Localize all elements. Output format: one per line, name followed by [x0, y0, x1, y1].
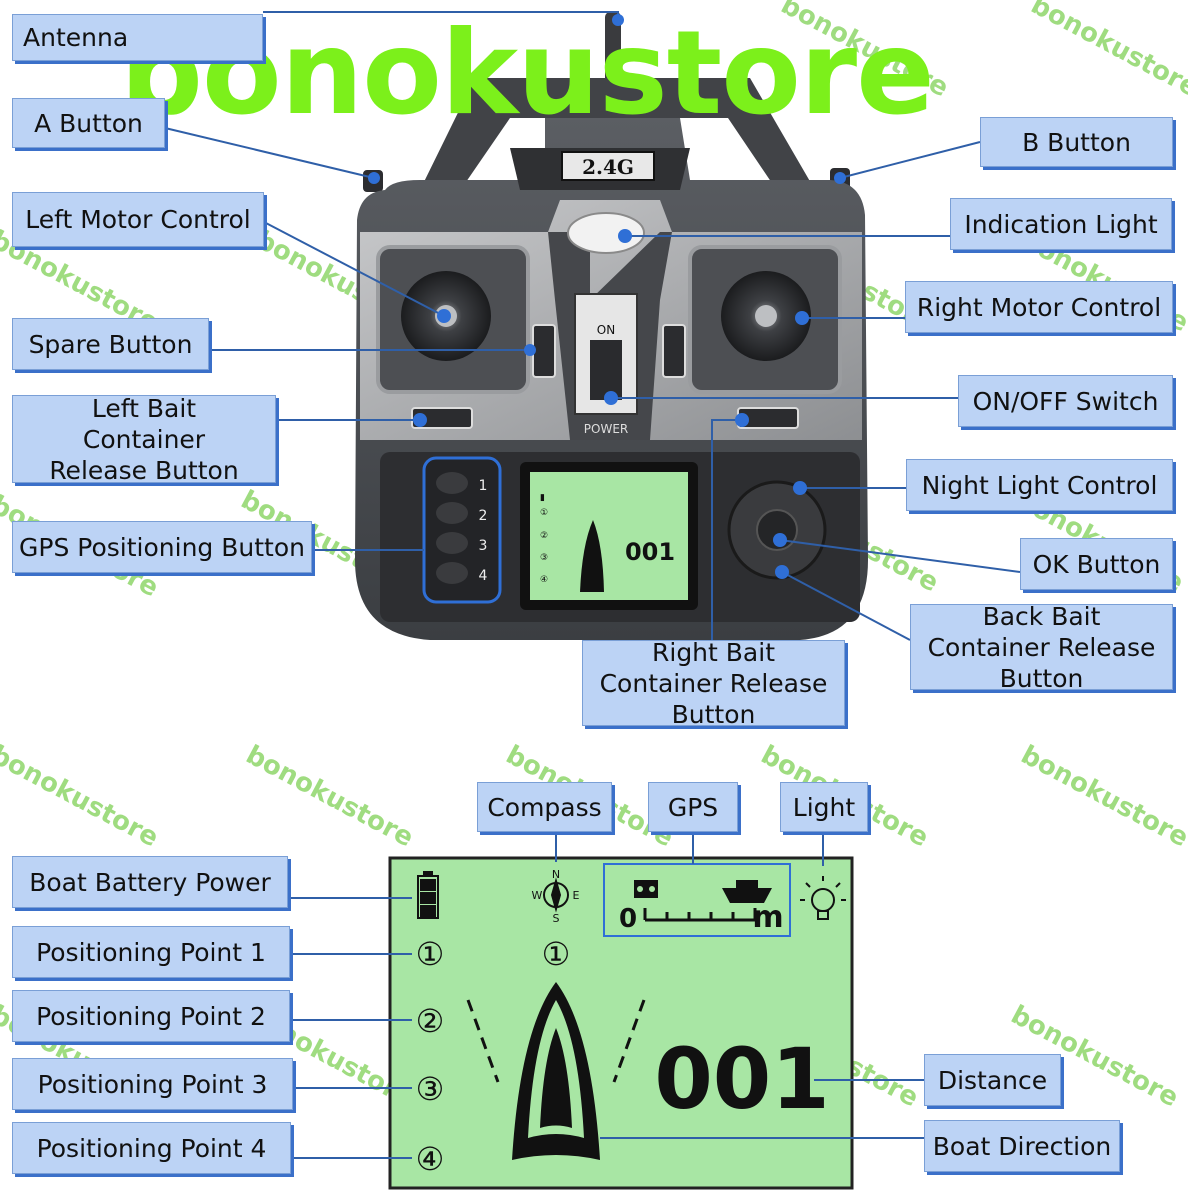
- label-point-2: Positioning Point 2: [12, 990, 290, 1042]
- label-left-bait: Left Bait Container Release Button: [12, 394, 276, 485]
- label-battery: Boat Battery Power: [12, 856, 288, 908]
- svg-text:N: N: [552, 868, 560, 881]
- label-spare-button: Spare Button: [12, 318, 209, 370]
- lcd-point-3: ③: [416, 1070, 445, 1108]
- label-on-off: ON/OFF Switch: [958, 375, 1173, 427]
- battery-icon: [417, 871, 439, 919]
- label-gps: GPS: [648, 782, 738, 832]
- freq-badge: [561, 151, 655, 181]
- svg-text:①: ①: [540, 508, 548, 518]
- svg-text:②: ②: [540, 531, 548, 541]
- label-point-3: Positioning Point 3: [12, 1058, 293, 1110]
- label-indication-light: Indication Light: [950, 198, 1172, 250]
- light-bulb-icon: [800, 876, 846, 920]
- label-point-1: Positioning Point 1: [12, 926, 290, 978]
- power-label: POWER: [584, 422, 628, 436]
- leader-dots: [368, 14, 846, 579]
- handle: [420, 78, 815, 198]
- spare-button-shape: [532, 324, 556, 378]
- gps-button-1: [436, 472, 468, 494]
- svg-text:③: ③: [540, 553, 548, 563]
- pad-number: 4: [479, 568, 488, 584]
- mini-distance: 001: [625, 538, 675, 566]
- label-a-button: A Button: [12, 98, 165, 148]
- gps-range-box: [603, 863, 791, 937]
- gps-unit: m: [752, 900, 783, 935]
- svg-text:▮: ▮: [540, 493, 545, 503]
- label-antenna: Antenna: [12, 14, 263, 61]
- boat-side-icon: [722, 880, 772, 903]
- indicator-light: [567, 212, 645, 254]
- compass-icon: [543, 877, 569, 913]
- label-back-bait: Back Bait Container Release Button: [910, 602, 1173, 693]
- gps-button-4: [436, 562, 468, 584]
- label-ok-button: OK Button: [1020, 538, 1173, 590]
- freq-label: 2.4G: [582, 155, 634, 179]
- lcd-point-4: ④: [416, 1140, 445, 1178]
- label-point-4: Positioning Point 4: [12, 1122, 291, 1174]
- svg-text:W: W: [532, 889, 543, 902]
- lcd-point-1: ①: [416, 935, 445, 973]
- label-distance: Distance: [924, 1054, 1061, 1106]
- label-night-light: Night Light Control: [906, 459, 1173, 511]
- label-left-motor: Left Motor Control: [12, 192, 264, 247]
- remote-mini-icon: [634, 880, 658, 898]
- lcd-point-top: ①: [542, 935, 571, 973]
- svg-text:S: S: [553, 912, 560, 925]
- on-label: ON: [597, 323, 615, 337]
- pad-number: 3: [479, 538, 488, 554]
- lcd-leader-lines: [288, 832, 924, 1159]
- lcd-distance: 001: [654, 1030, 829, 1128]
- pad-number: 2: [479, 508, 488, 524]
- left-bait-slider: [411, 407, 473, 429]
- svg-text:④: ④: [540, 575, 548, 585]
- label-compass: Compass: [477, 782, 612, 832]
- gps-button-3: [436, 532, 468, 554]
- lcd-screen: [388, 856, 854, 1190]
- svg-text:E: E: [573, 889, 580, 902]
- label-right-motor: Right Motor Control: [905, 281, 1173, 333]
- label-b-button: B Button: [980, 117, 1173, 167]
- mini-screen: [530, 472, 688, 600]
- label-direction: Boat Direction: [924, 1120, 1120, 1172]
- label-gps-positioning: GPS Positioning Button: [12, 521, 312, 573]
- pad-number: 1: [479, 478, 488, 494]
- gps-button-2: [436, 502, 468, 524]
- gps-scale: [643, 908, 757, 922]
- lcd-point-2: ②: [416, 1002, 445, 1040]
- label-right-bait: Right Bait Container Release Button: [582, 638, 845, 729]
- label-light: Light: [780, 782, 868, 832]
- gps-zero: 0: [619, 904, 637, 934]
